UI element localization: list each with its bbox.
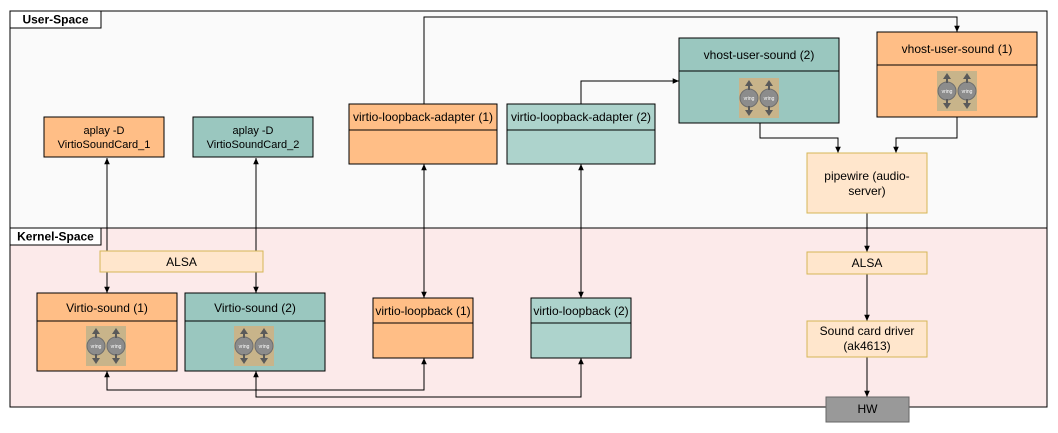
svg-text:vring: vring [239,344,250,350]
svg-text:virtio-loopback (2): virtio-loopback (2) [533,304,628,318]
svg-text:server): server) [848,184,885,198]
edge-vhost1-pipewire [893,117,958,153]
svg-text:VirtioSoundCard_2: VirtioSoundCard_2 [207,139,300,151]
svg-text:ALSA: ALSA [166,255,197,269]
svg-text:virtio-loopback-adapter (1): virtio-loopback-adapter (1) [353,110,493,124]
svg-text:vhost-user-sound (2): vhost-user-sound (2) [704,48,815,62]
alsa-left-box: ALSA [99,250,264,273]
hw-box: HW [825,396,910,423]
user-space-label: User-Space [22,13,88,27]
edge-adapter1-vhost1 [423,16,960,104]
virtio-loopback-2-box: virtio-loopback (2) [530,297,632,359]
svg-text:vring: vring [764,96,775,102]
alsa-right-box: ALSA [806,251,928,275]
aplay-1-box: aplay -D VirtioSoundCard_1 [43,116,165,158]
svg-text:Sound card driver: Sound card driver [820,324,915,338]
vring-icon: vring vring [936,70,978,112]
svg-text:virtio-loopback-adapter (2): virtio-loopback-adapter (2) [511,110,651,124]
svg-text:vring: vring [744,96,755,102]
svg-text:HW: HW [858,402,879,416]
svg-text:vhost-user-sound (1): vhost-user-sound (1) [902,42,1013,56]
virtio-loopback-adapter-2-box: virtio-loopback-adapter (2) [506,103,656,165]
vring-icon: vring vring [233,325,275,367]
edge-vhost2-pipewire [759,123,841,153]
svg-text:Virtio-sound (2): Virtio-sound (2) [214,301,296,315]
svg-text:aplay -D: aplay -D [233,125,274,137]
svg-text:vring: vring [942,89,953,95]
vhost-user-sound-1-box: vhost-user-sound (1) vring vring [876,31,1038,118]
svg-text:ALSA: ALSA [852,256,883,270]
sound-card-driver-box: Sound card driver (ak4613) [806,320,928,358]
svg-text:Virtio-sound (1): Virtio-sound (1) [66,301,148,315]
vhost-user-sound-2-box: vhost-user-sound (2) vring vring [678,37,840,124]
pipewire-box: pipewire (audio- server) [806,152,928,214]
virtio-loopback-1-box: virtio-loopback (1) [372,297,474,359]
connectors [104,16,960,398]
svg-text:vring: vring [91,344,102,350]
edge-adapter2-vhost2 [580,78,679,104]
svg-text:vring: vring [962,89,973,95]
edge-vsound2-vloop2 [253,358,584,398]
virtio-sound-1-box: Virtio-sound (1) vring vring [36,292,178,372]
svg-text:VirtioSoundCard_1: VirtioSoundCard_1 [58,139,151,151]
svg-text:(ak4613): (ak4613) [843,339,890,353]
kernel-space-label: Kernel-Space [17,230,94,244]
vring-icon: vring vring [738,77,780,119]
svg-text:virtio-loopback (1): virtio-loopback (1) [375,304,470,318]
svg-text:aplay -D: aplay -D [84,125,125,137]
aplay-2-box: aplay -D VirtioSoundCard_2 [192,116,314,158]
virtio-loopback-adapter-1-box: virtio-loopback-adapter (1) [348,103,498,165]
svg-text:pipewire (audio-: pipewire (audio- [824,169,909,183]
virtio-sound-2-box: Virtio-sound (2) vring vring [184,292,326,372]
svg-text:vring: vring [259,344,270,350]
vring-icon: vring vring [85,325,127,367]
svg-text:vring: vring [111,344,122,350]
